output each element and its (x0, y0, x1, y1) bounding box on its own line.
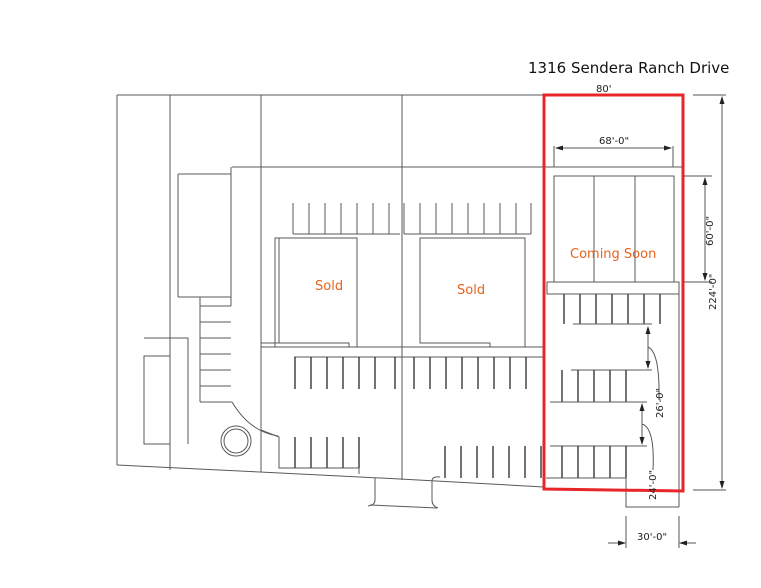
dimension-lot-depth: 224'-0" (693, 94, 726, 491)
inner-parcel (177, 166, 544, 306)
svg-text:60'-0": 60'-0" (705, 216, 716, 246)
highlight-boundary (542, 93, 685, 493)
round-feature (220, 425, 252, 457)
building-sold-1: Sold (261, 203, 400, 348)
svg-text:80': 80' (596, 84, 611, 95)
building-sold-2: Sold (403, 203, 532, 347)
svg-text:26'-0": 26'-0" (655, 388, 666, 418)
svg-text:30'-0": 30'-0" (637, 532, 667, 543)
dimension-lot-width: 80' (596, 84, 611, 95)
lot-label-sold-2: Sold (457, 283, 485, 298)
svg-text:68'-0": 68'-0" (599, 136, 629, 147)
left-parking (143, 297, 279, 445)
bottom-parking (260, 429, 542, 478)
dimension-entry-width: 30'-0" (608, 516, 696, 548)
dimension-building-width: 68'-0" (553, 136, 674, 167)
svg-text:224'-0": 224'-0" (708, 274, 719, 310)
site-title: 1316 Sendera Ranch Drive (528, 59, 729, 77)
dimension-building-depth: 60'-0" (683, 175, 716, 283)
lot-label-sold-1: Sold (315, 279, 343, 294)
svg-text:24'-0": 24'-0" (648, 470, 659, 500)
dimension-drive-aisle: 26'-0" (645, 326, 666, 418)
dimension-drive-aisle-2: 24'-0" (639, 403, 659, 500)
site-boundary (116, 94, 545, 488)
driveway-entrance (367, 476, 441, 509)
parcel-coming-soon: Coming Soon (544, 166, 683, 508)
lot-label-coming-soon: Coming Soon (570, 247, 656, 262)
middle-parking (294, 357, 527, 389)
